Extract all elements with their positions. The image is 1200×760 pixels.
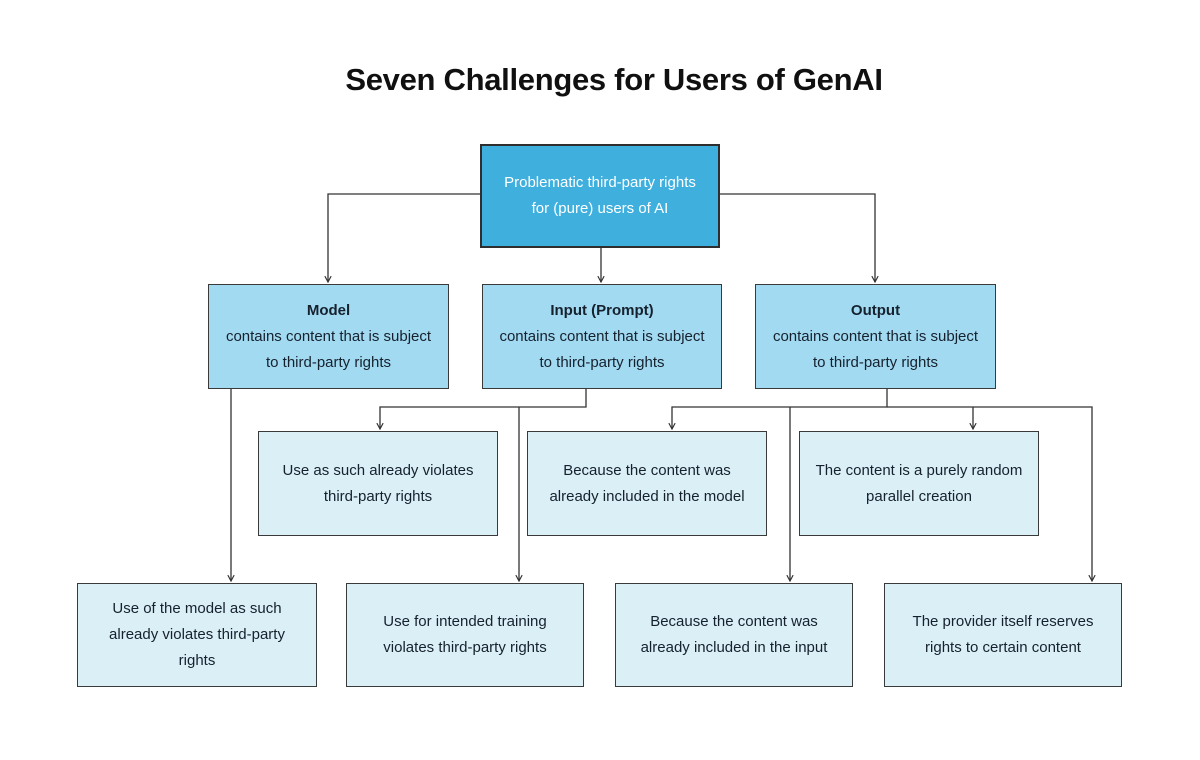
node-intended-training: Use for intended training violates third… <box>346 583 584 687</box>
edge-output-included-model <box>668 389 888 431</box>
node-output: Output contains content that is subject … <box>755 284 996 389</box>
edge-root-output <box>720 193 879 284</box>
node-root-label: Problematic third-party rights for (pure… <box>504 174 696 217</box>
node-random-parallel-creation: The content is a purely random parallel … <box>799 431 1039 536</box>
node-input-body: contains content that is subject to thir… <box>499 327 705 371</box>
node-input-heading: Input (Prompt) <box>550 301 654 319</box>
node-included-in-model: Because the content was already included… <box>527 431 767 536</box>
node-use-of-model-label: Use of the model as such already violate… <box>109 600 285 669</box>
node-included-in-model-label: Because the content was already included… <box>549 461 745 505</box>
node-model-heading: Model <box>306 301 351 319</box>
edge-root-model <box>324 193 480 284</box>
edge-input-use-as-such <box>376 389 587 431</box>
node-root: Problematic third-party rights for (pure… <box>480 144 720 248</box>
node-provider-reserves: The provider itself reserves rights to c… <box>884 583 1122 687</box>
node-intended-training-label: Use for intended training violates third… <box>383 613 547 656</box>
node-output-heading: Output <box>850 301 901 319</box>
node-use-as-such: Use as such already violates third-party… <box>258 431 498 536</box>
node-model: Model contains content that is subject t… <box>208 284 449 389</box>
node-output-body: contains content that is subject to thir… <box>772 327 979 371</box>
node-model-body: contains content that is subject to thir… <box>225 327 432 371</box>
node-use-of-model: Use of the model as such already violate… <box>77 583 317 687</box>
node-random-parallel-creation-label: The content is a purely random parallel … <box>815 461 1023 505</box>
node-included-in-input: Because the content was already included… <box>615 583 853 687</box>
node-input-prompt: Input (Prompt) contains content that is … <box>482 284 722 389</box>
node-use-as-such-label: Use as such already violates third-party… <box>282 461 474 505</box>
diagram-title: Seven Challenges for Users of GenAI <box>345 62 883 97</box>
node-included-in-input-label: Because the content was already included… <box>640 613 828 656</box>
node-provider-reserves-label: The provider itself reserves rights to c… <box>912 613 1094 656</box>
